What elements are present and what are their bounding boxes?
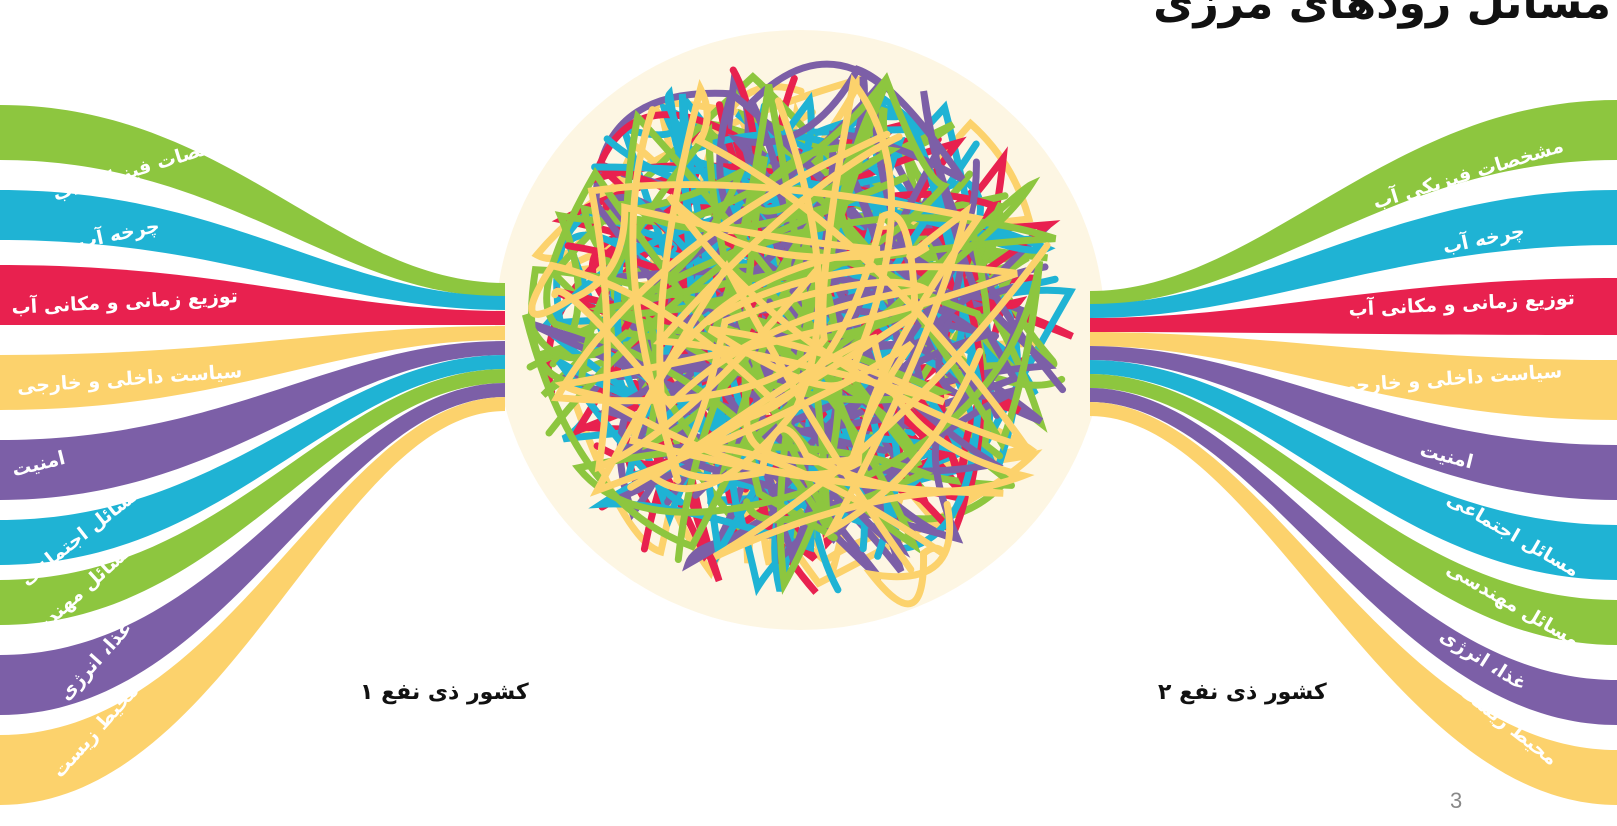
stakeholder-right-label: کشور ذی نفع ۲ [1158, 680, 1327, 705]
tangled-yarn-ball [495, 30, 1105, 630]
slide-title: مسائل رودهای مرزی [1153, 0, 1611, 29]
stakeholder-left-label: کشور ذی نفع ۱ [360, 680, 529, 705]
page-number: 3 [1450, 788, 1462, 814]
